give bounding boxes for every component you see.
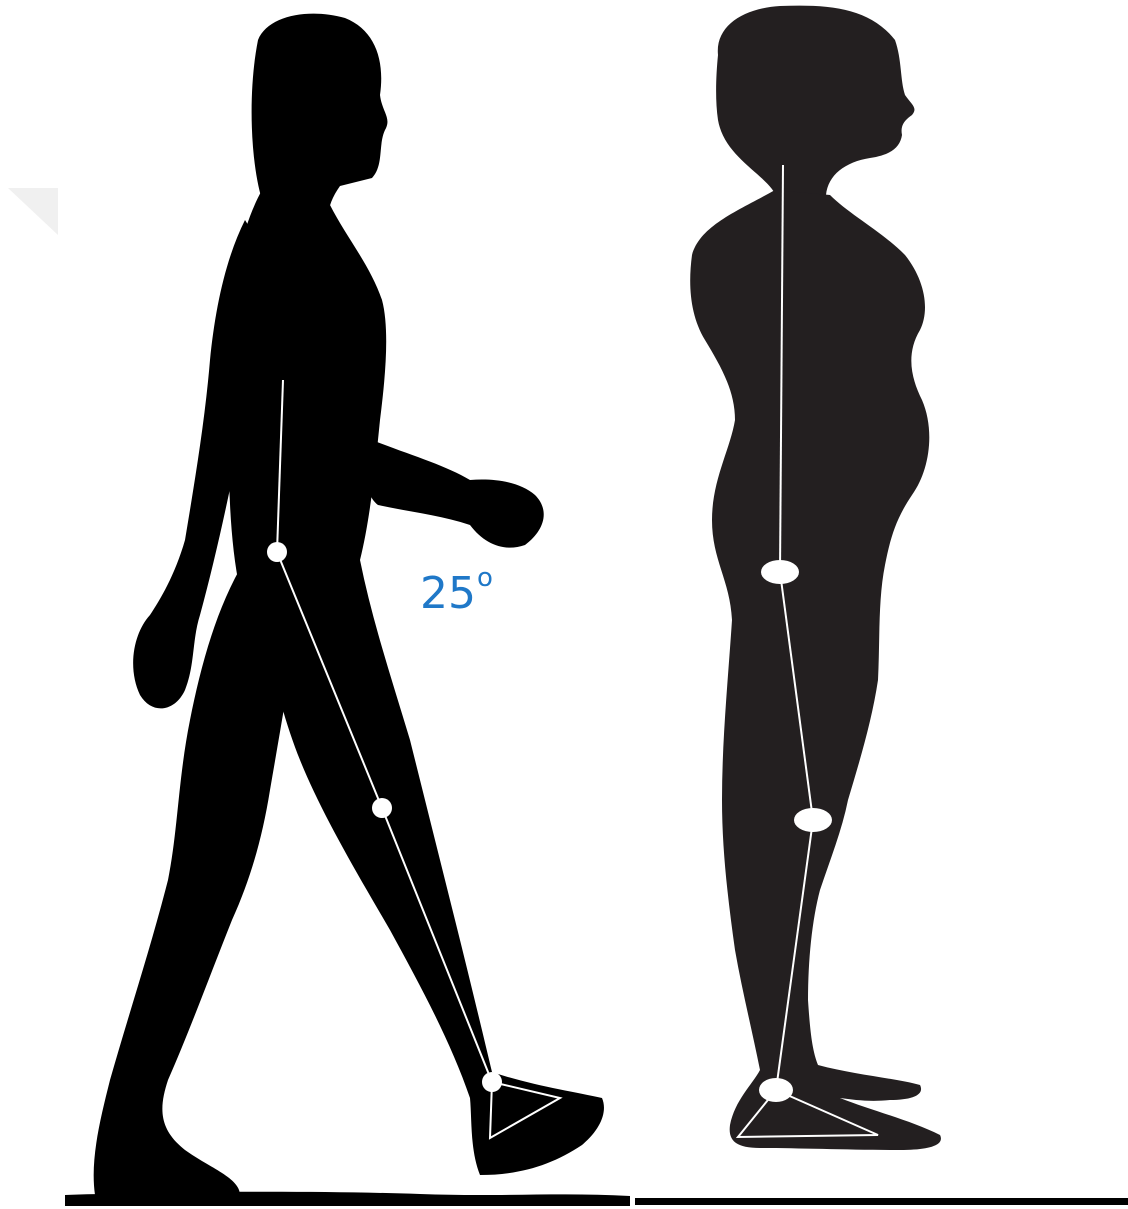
standing-knee-joint [794,808,832,832]
corner-mark [8,188,58,235]
standing-head [716,6,914,200]
standing-figure [690,6,941,1150]
walking-back-leg [94,560,300,1195]
walking-ankle-joint [482,1072,502,1092]
standing-hip-joint [761,560,799,584]
angle-unit: o [477,563,493,593]
walking-figure [94,14,604,1195]
standing-body [690,190,941,1150]
standing-ankle-joint [759,1078,793,1102]
walking-hip-joint [267,542,287,562]
angle-value: 25 [420,568,476,619]
walking-front-arm [366,440,544,548]
standing-ground [635,1198,1128,1205]
walking-ground [65,1192,630,1206]
angle-annotation: 25o [420,565,493,616]
walking-front-leg [258,560,604,1175]
walking-knee-joint [372,798,392,818]
